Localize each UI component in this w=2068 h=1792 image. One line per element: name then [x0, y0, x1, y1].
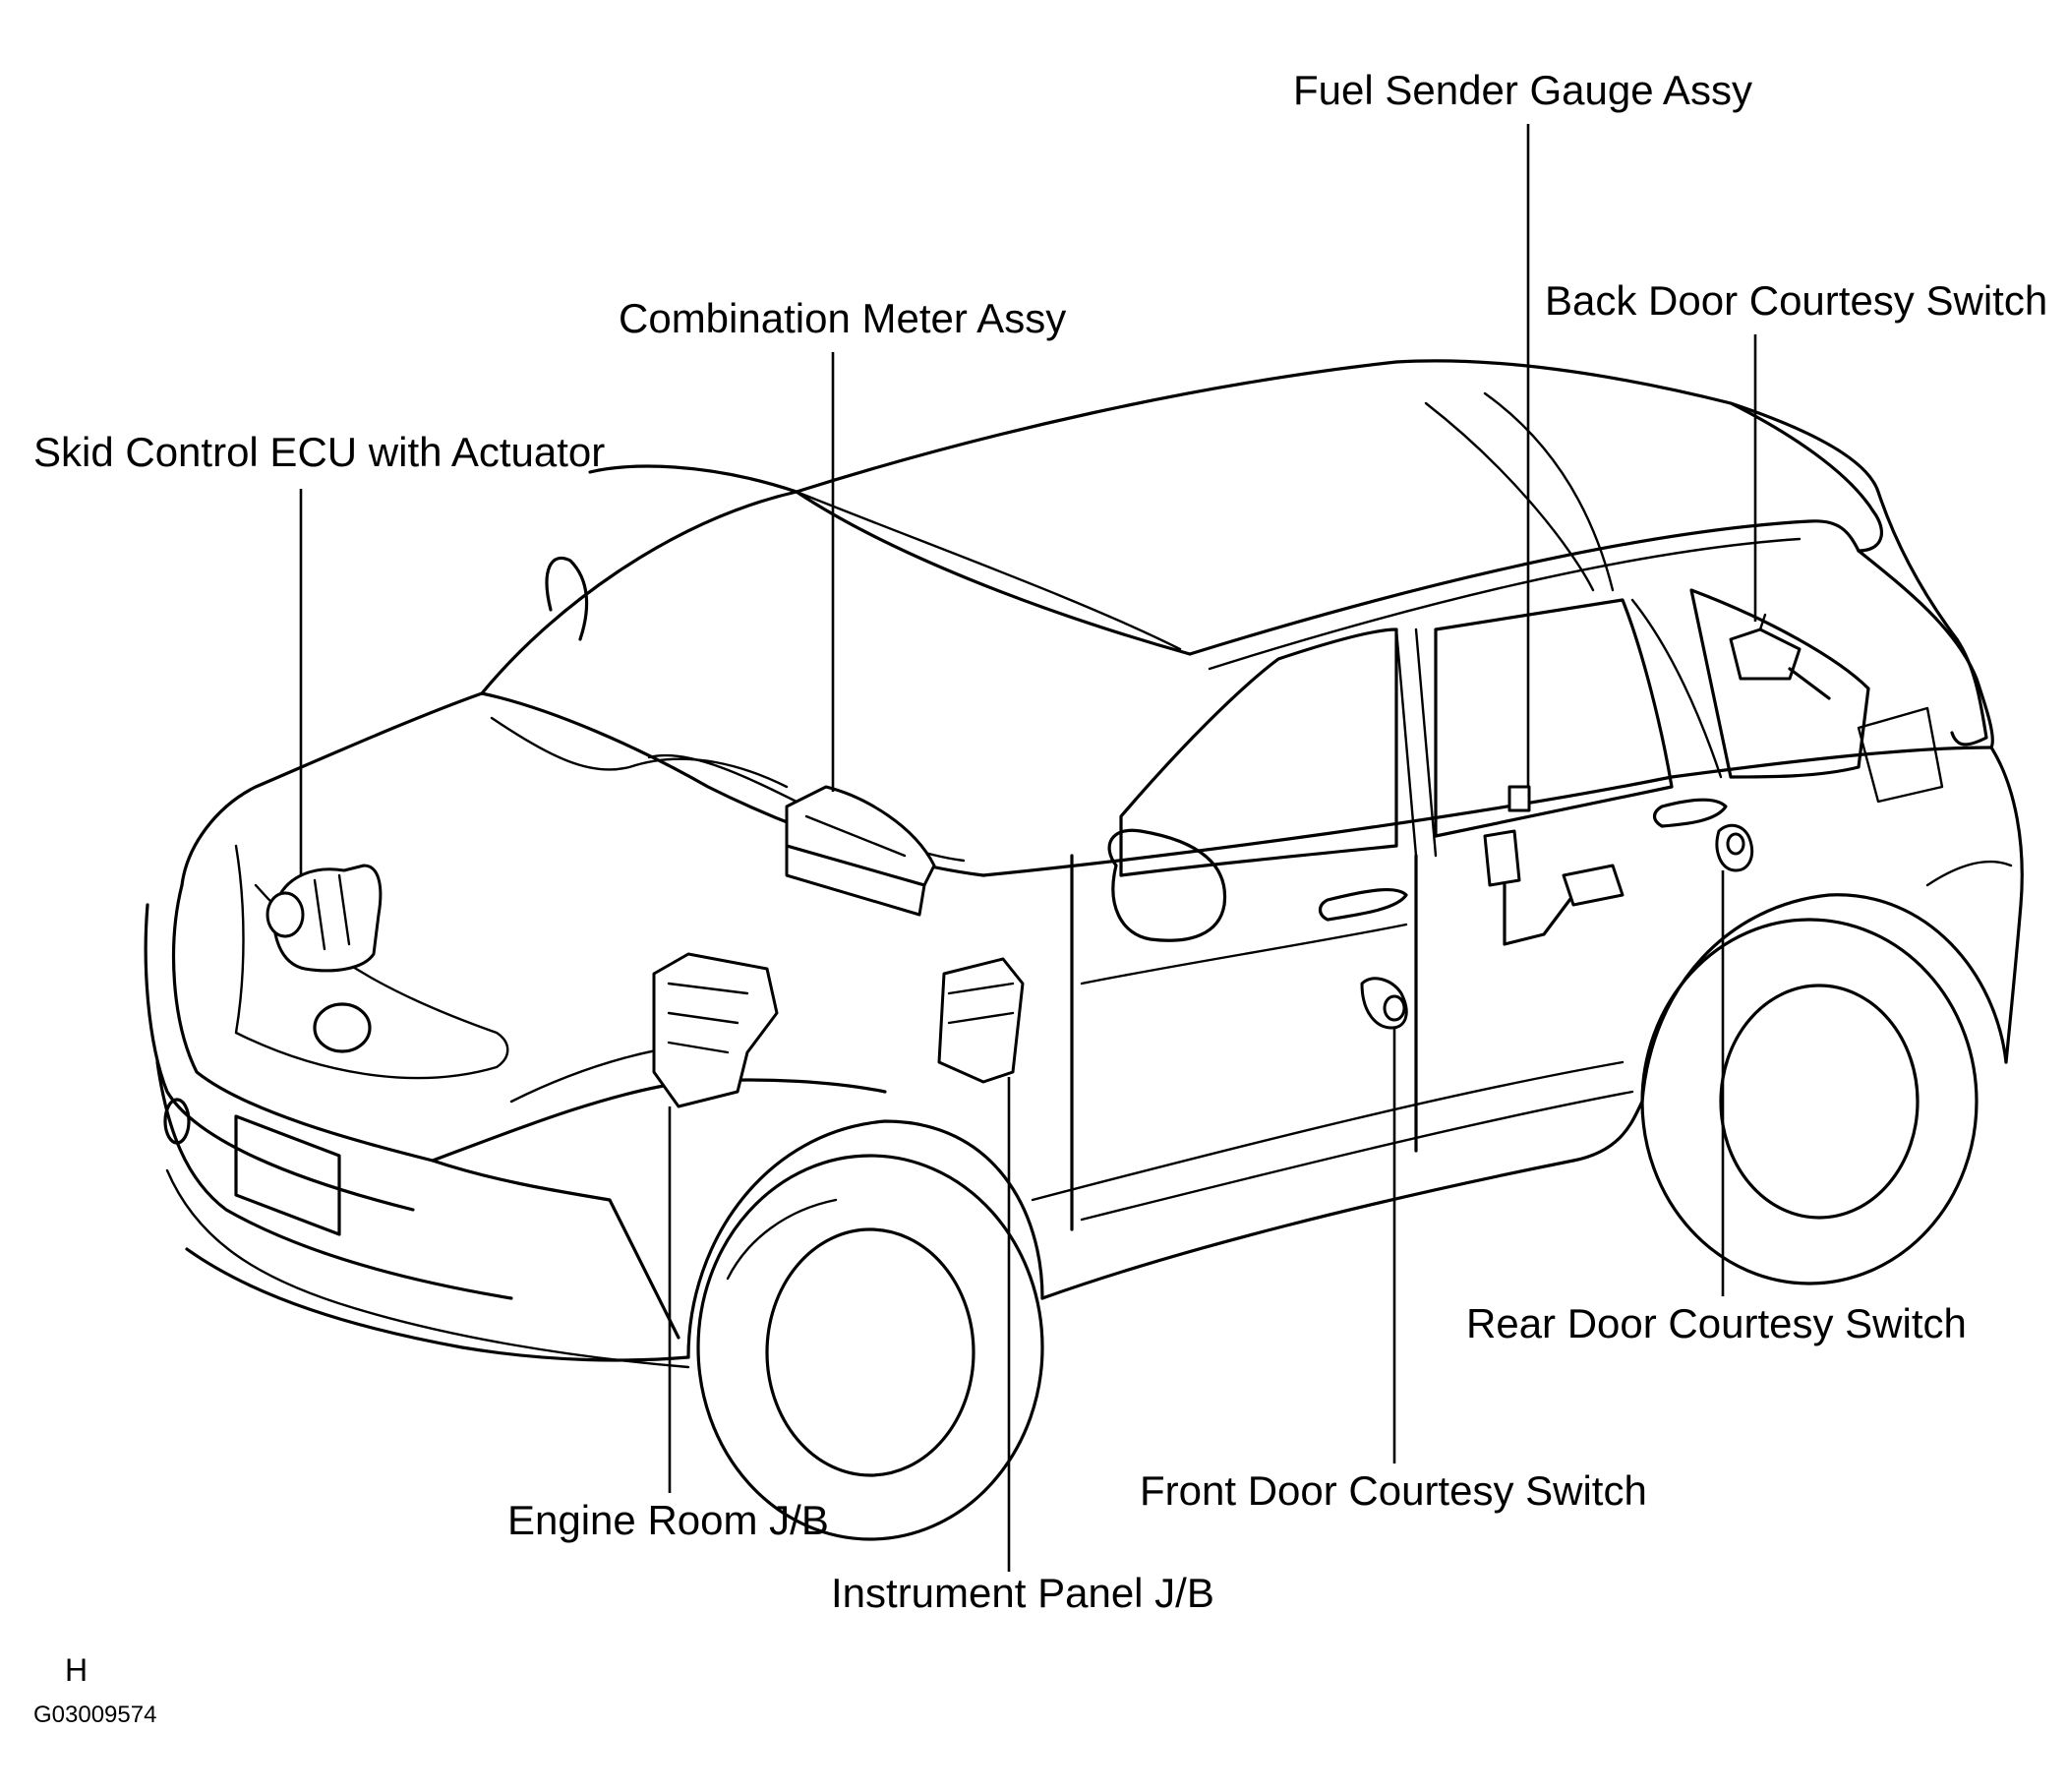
front-door-courtesy-switch-part	[1360, 977, 1408, 1030]
car-outline	[144, 359, 2024, 1541]
figure-code: G03009574	[33, 1702, 157, 1728]
skid-control-ecu-part	[266, 864, 383, 973]
label-back-door-courtesy-switch: Back Door Courtesy Switch	[1545, 277, 2048, 324]
back-door-courtesy-switch-part	[1729, 613, 1831, 700]
fuel-sender-gauge-part	[1483, 785, 1625, 946]
leader-lines	[299, 124, 1757, 1572]
label-rear-door-courtesy-switch: Rear Door Courtesy Switch	[1466, 1300, 1967, 1346]
label-skid-control-ecu-with-actuator: Skid Control ECU with Actuator	[33, 429, 606, 475]
label-front-door-courtesy-switch: Front Door Courtesy Switch	[1140, 1467, 1647, 1514]
label-instrument-panel-jb: Instrument Panel J/B	[831, 1570, 1214, 1616]
engine-room-jb-part	[652, 952, 779, 1108]
label-fuel-sender-gauge-assy: Fuel Sender Gauge Assy	[1293, 67, 1752, 113]
combination-meter-part	[785, 785, 936, 917]
section-letter: H	[65, 1652, 89, 1688]
instrument-panel-jb-part	[937, 957, 1025, 1084]
label-combination-meter-assy: Combination Meter Assy	[619, 295, 1067, 341]
rear-door-courtesy-switch-part	[1715, 823, 1754, 872]
label-engine-room-jb: Engine Room J/B	[507, 1497, 829, 1543]
